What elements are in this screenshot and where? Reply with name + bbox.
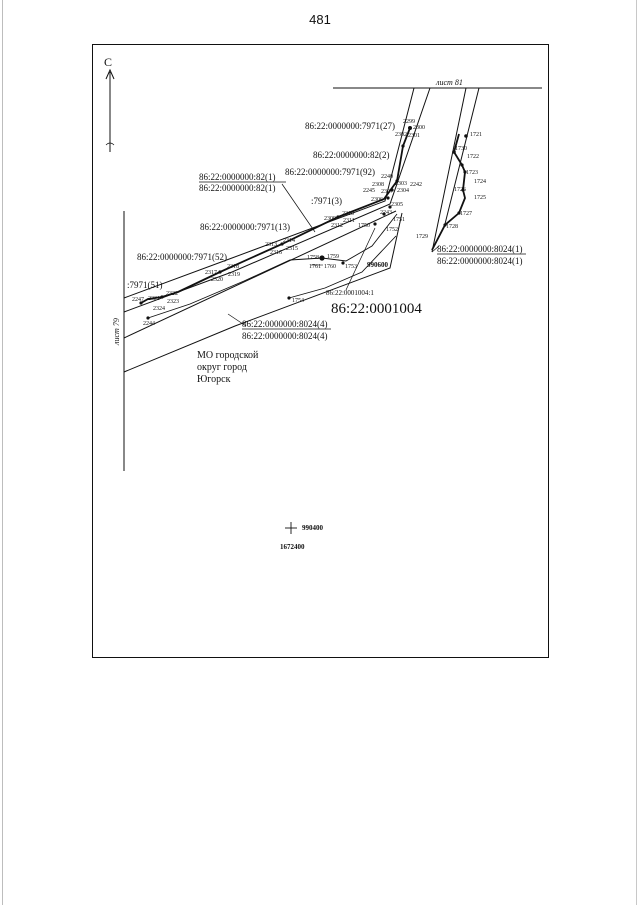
point-label-2247: 2247 xyxy=(132,297,144,303)
parcel-label-8024-4-bottom: 86:22:0000000:8024(4) xyxy=(242,331,328,341)
parcel-label-7971-27: 86:22:0000000:7971(27) xyxy=(305,121,395,131)
map-frame xyxy=(92,44,549,658)
point-label-2301: 2301 xyxy=(408,133,420,139)
point-label-1728: 1728 xyxy=(446,224,458,230)
point-label-1730: 1730 xyxy=(455,146,467,152)
grid-label-1672400: 1672400 xyxy=(280,543,305,551)
point-label-2308: 2308 xyxy=(372,182,384,188)
north-label: С xyxy=(104,55,112,69)
point-label-2319: 2319 xyxy=(228,272,240,278)
grid-label-990400: 990400 xyxy=(302,524,324,532)
point-label-1760: 1760 xyxy=(324,264,336,270)
point-label-1758: 1758 xyxy=(307,255,319,261)
scan-edge-right xyxy=(636,0,637,905)
boundary-points xyxy=(139,126,468,320)
point-label-2306: 2306 xyxy=(371,197,383,203)
point-label-2313: 2313 xyxy=(265,242,277,248)
point-label-1721: 1721 xyxy=(470,132,482,138)
point-labels: 2299 2300 2302 2301 1721 1730 1722 1723 … xyxy=(132,119,486,327)
point-label-2320: 2320 xyxy=(211,277,223,283)
point-label-2245: 2245 xyxy=(363,188,375,194)
point-label-2322: 2322 xyxy=(166,291,178,297)
quarter-label: 86:22:0001004 xyxy=(331,301,422,317)
point-label-2243: 2243 xyxy=(380,210,392,216)
parcel-label-8024-4-top: 86:22:0000000:8024(4) xyxy=(242,319,328,329)
point-label-1754: 1754 xyxy=(292,298,304,304)
point-label-1727: 1727 xyxy=(460,211,472,217)
point-label-1753: 1753 xyxy=(345,264,357,270)
scan-edge-left xyxy=(2,0,3,905)
point-label-2299: 2299 xyxy=(403,119,415,125)
svg-text:округ город: округ город xyxy=(197,362,247,373)
point-label-2309: 2309 xyxy=(324,216,336,222)
point-label-1722: 1722 xyxy=(467,154,479,160)
parcel-label-7971-13: 86:22:0000000:7971(13) xyxy=(200,222,290,232)
point-label-2312: 2312 xyxy=(331,223,343,229)
parcel-label-1004-1: 86:22:0001004:1 xyxy=(326,289,374,297)
parcel-label-8024-1-top: 86:22:0000000:8024(1) xyxy=(437,244,523,254)
point-label-1726: 1726 xyxy=(454,187,466,193)
point-label-2311: 2311 xyxy=(343,218,355,224)
parcel-label-7971-92: 86:22:0000000:7971(92) xyxy=(285,167,375,177)
leader-lines xyxy=(227,183,440,327)
grid-marks: 990600 990400 1672400 xyxy=(280,261,389,551)
svg-text:МО городской: МО городской xyxy=(197,350,259,361)
point-label-2242: 2242 xyxy=(410,182,422,188)
point-label-1725: 1725 xyxy=(474,195,486,201)
point-label-2321: 2321 xyxy=(148,296,160,302)
point-label-2324: 2324 xyxy=(153,306,165,312)
parcel-label-7971-52: 86:22:0000000:7971(52) xyxy=(137,252,227,262)
point-label-2323: 2323 xyxy=(167,299,179,305)
point-label-2315: 2315 xyxy=(286,246,298,252)
municipality-label: МО городской округ город Югорск xyxy=(197,350,259,385)
grid-label-990600: 990600 xyxy=(367,261,389,269)
parcel-label-82-1-bottom: 86:22:0000000:82(1) xyxy=(199,183,276,193)
sheet-boundaries: лист 81 лист 79 xyxy=(112,78,542,471)
point-label-2240: 2240 xyxy=(381,174,393,180)
point-label-1723: 1723 xyxy=(466,170,478,176)
point-label-2314: 2314 xyxy=(283,238,295,244)
point-label-2244: 2244 xyxy=(143,321,155,327)
point-label-2307: 2307 xyxy=(381,189,393,195)
point-label-1761: 1761 xyxy=(309,264,321,270)
point-label-2317: 2317 xyxy=(205,270,217,276)
point-label-2318: 2318 xyxy=(227,264,239,270)
point-label-1729: 1729 xyxy=(416,234,428,240)
point-label-2305: 2305 xyxy=(391,202,403,208)
point-label-1752: 1752 xyxy=(386,227,398,233)
point-label-2300: 2300 xyxy=(413,125,425,131)
parcel-label-82-1-top: 86:22:0000000:82(1) xyxy=(199,172,276,182)
point-label-2303: 2303 xyxy=(395,181,407,187)
point-label-2316: 2316 xyxy=(270,250,282,256)
page-number: 481 xyxy=(309,12,331,27)
parcel-label-7971-51: :7971(51) xyxy=(127,280,163,290)
point-label-1751: 1751 xyxy=(393,217,405,223)
point-label-2302: 2302 xyxy=(395,132,407,138)
point-label-1750: 1750 xyxy=(358,223,370,229)
parcel-labels: 86:22:0000000:7971(27) 86:22:0000000:82(… xyxy=(127,121,526,341)
sheet-label-left: лист 79 xyxy=(112,318,121,346)
point-label-2304: 2304 xyxy=(397,188,409,194)
parcel-label-82-2: 86:22:0000000:82(2) xyxy=(313,150,390,160)
parcel-label-8024-1-bottom: 86:22:0000000:8024(1) xyxy=(437,256,523,266)
point-label-2310: 2310 xyxy=(342,211,354,217)
sheet-label-top: лист 81 xyxy=(435,78,463,87)
svg-text:Югорск: Югорск xyxy=(197,374,231,385)
point-label-1759: 1759 xyxy=(327,254,339,260)
parcel-label-7971-3: :7971(3) xyxy=(311,196,342,206)
point-label-1724: 1724 xyxy=(474,179,486,185)
parcel-boundaries xyxy=(123,87,480,373)
north-arrow: С xyxy=(104,55,115,152)
